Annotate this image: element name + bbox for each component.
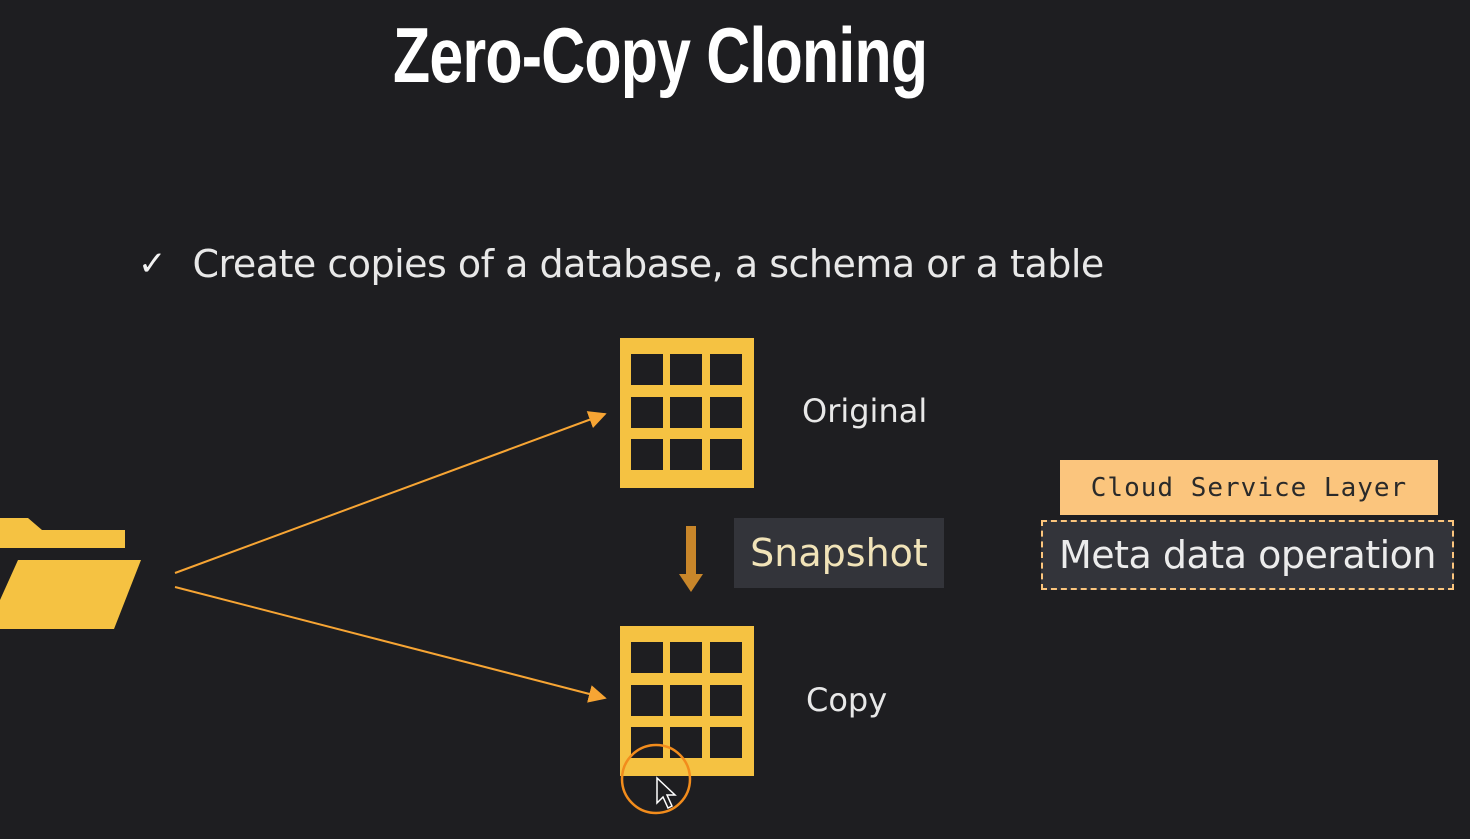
bullet-text: Create copies of a database, a schema or… [192, 242, 1105, 286]
copy-table-icon [620, 626, 754, 776]
slide-title: Zero-Copy Cloning [393, 11, 928, 99]
cursor-highlight-ring [620, 743, 692, 815]
snapshot-label: Snapshot [734, 518, 944, 588]
checkmark-icon: ✓ [138, 244, 167, 284]
copy-label: Copy [806, 681, 888, 719]
original-label: Original [802, 392, 928, 430]
arrow-to-copy [174, 586, 607, 703]
arrow-to-original [174, 411, 607, 574]
metadata-operation-box: Meta data operation [1041, 520, 1454, 590]
snapshot-arrow-icon [679, 526, 703, 592]
original-table-icon [620, 338, 754, 488]
mouse-pointer-icon [656, 776, 677, 810]
folder-icon [0, 518, 141, 629]
bullet-item: ✓ Create copies of a database, a schema … [138, 236, 1104, 292]
cloud-service-layer-badge: Cloud Service Layer [1060, 460, 1438, 515]
